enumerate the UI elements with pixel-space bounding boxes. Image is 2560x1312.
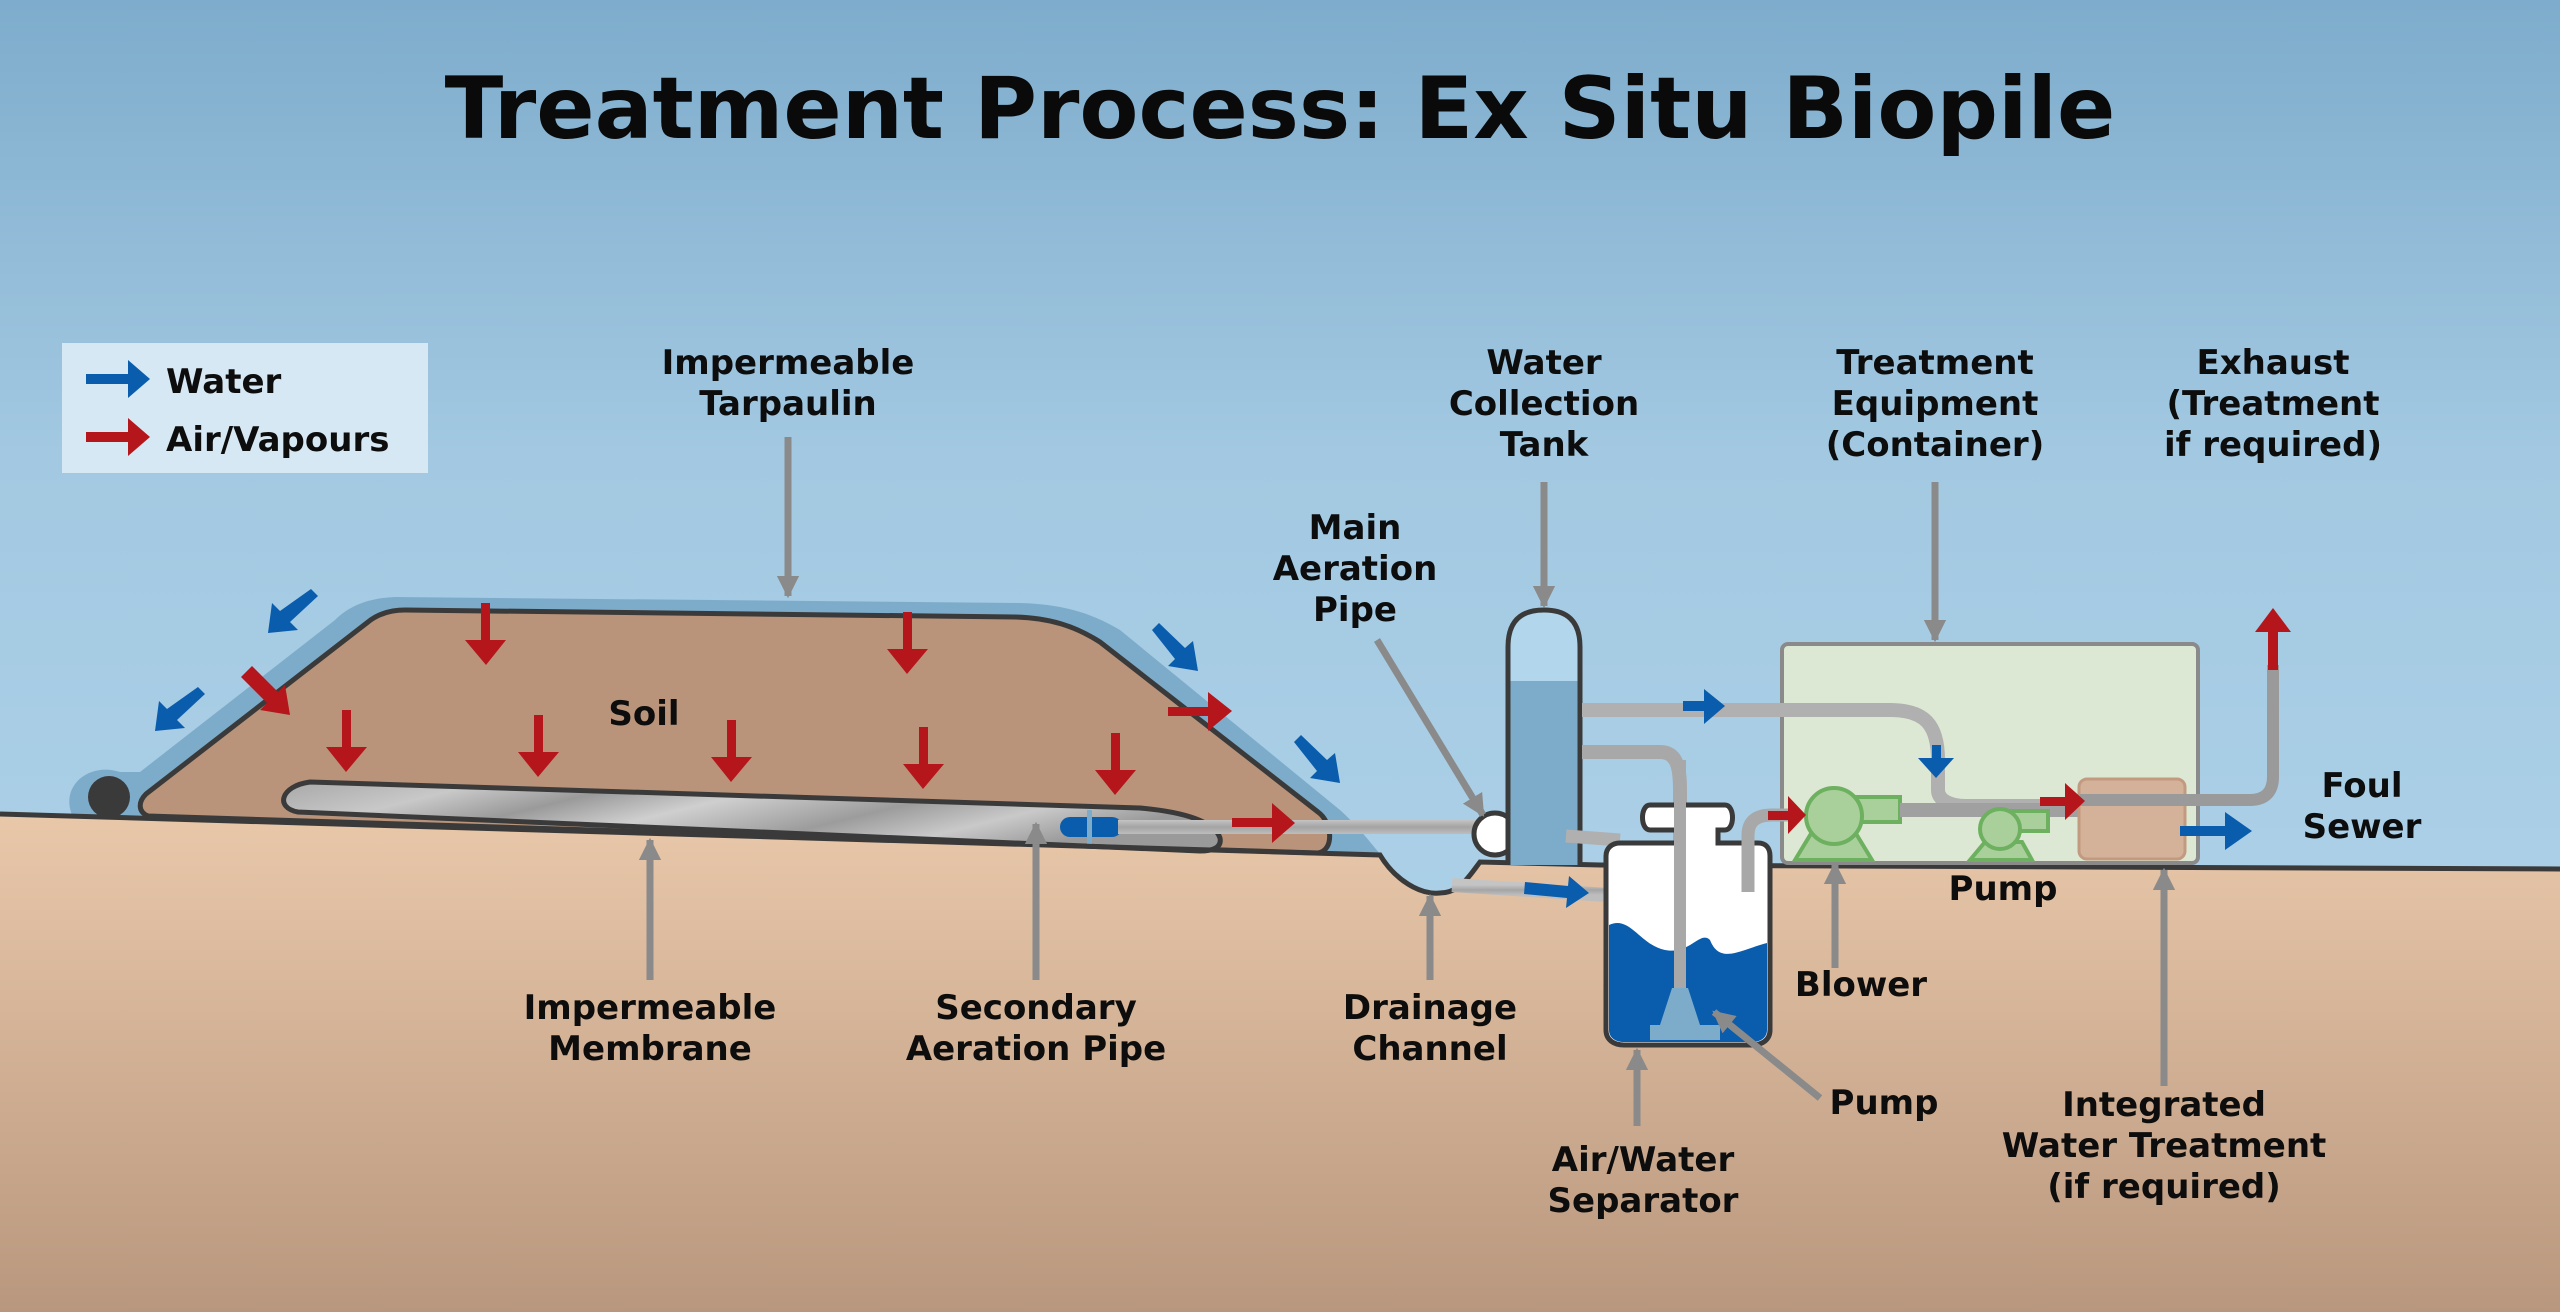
water-flow-arrow-icon bbox=[86, 360, 150, 398]
water-arrow bbox=[1918, 745, 1954, 778]
water-arrow bbox=[268, 589, 318, 633]
transfer-pump-label: Pump bbox=[1949, 869, 2058, 909]
soil-label: Soil bbox=[608, 694, 679, 734]
air-arrow bbox=[1095, 733, 1136, 795]
water-arrow bbox=[1683, 689, 1725, 724]
air-arrow bbox=[1768, 796, 1806, 834]
tank-label: Water Collection Tank bbox=[1449, 343, 1639, 465]
integrated-water-treatment-unit bbox=[2077, 777, 2187, 861]
main-pipe-leader bbox=[1374, 638, 1486, 817]
water-arrow bbox=[1524, 876, 1589, 908]
separator-label: Air/Water Separator bbox=[1548, 1140, 1739, 1221]
equipment-label: Treatment Equipment (Container) bbox=[1826, 343, 2044, 465]
legend: Water Air/Vapours bbox=[62, 343, 428, 473]
page-title: Treatment Process: Ex Situ Biopile bbox=[445, 59, 2116, 159]
water-flow-arrows bbox=[155, 589, 2252, 908]
svg-text:Impermeable: Impermeable bbox=[524, 988, 777, 1028]
svg-text:Air/Water: Air/Water bbox=[1552, 1140, 1735, 1180]
svg-text:Foul: Foul bbox=[2321, 766, 2402, 806]
svg-text:Aeration Pipe: Aeration Pipe bbox=[906, 1029, 1166, 1069]
water-collection-tank bbox=[1505, 607, 1583, 865]
water-arrow bbox=[155, 687, 205, 731]
drainage-label: Drainage Channel bbox=[1343, 988, 1517, 1069]
air-arrow bbox=[465, 603, 506, 665]
water-arrow bbox=[2180, 812, 2252, 850]
svg-text:Pipe: Pipe bbox=[1313, 590, 1397, 630]
svg-text:Water Treatment: Water Treatment bbox=[2002, 1126, 2327, 1166]
air-arrow bbox=[241, 666, 290, 715]
foul-sewer-label: Foul Sewer bbox=[2303, 766, 2422, 847]
leader-lines bbox=[638, 437, 2176, 1126]
svg-text:Main: Main bbox=[1309, 508, 1402, 548]
blower bbox=[1791, 786, 1902, 862]
air-flow-arrows bbox=[241, 603, 2291, 843]
svg-text:Membrane: Membrane bbox=[548, 1029, 752, 1069]
air-arrow bbox=[2255, 608, 2291, 670]
svg-text:Sewer: Sewer bbox=[2303, 807, 2422, 847]
water-treatment-label: Integrated Water Treatment (if required) bbox=[2002, 1085, 2327, 1207]
exhaust-pipe bbox=[2080, 665, 2279, 806]
secondary-aeration-pipe bbox=[1060, 810, 1478, 844]
main-pipe-label: Main Aeration Pipe bbox=[1273, 508, 1438, 630]
air-arrow bbox=[903, 727, 944, 789]
tank-separator-stub bbox=[1565, 829, 1621, 847]
ground-line bbox=[0, 811, 2560, 896]
svg-text:Secondary: Secondary bbox=[935, 988, 1136, 1028]
transfer-pump bbox=[1965, 807, 2050, 862]
separator-pump bbox=[1650, 988, 1720, 1040]
svg-text:Treatment: Treatment bbox=[1836, 343, 2033, 383]
separator-pump-label: Pump bbox=[1830, 1083, 1939, 1123]
svg-text:Exhaust: Exhaust bbox=[2197, 343, 2350, 383]
svg-text:(if required): (if required) bbox=[2047, 1167, 2281, 1207]
svg-text:(Container): (Container) bbox=[1826, 425, 2044, 465]
svg-text:Equipment: Equipment bbox=[1832, 384, 2039, 424]
svg-text:Separator: Separator bbox=[1548, 1181, 1739, 1221]
legend-air-label: Air/Vapours bbox=[166, 420, 389, 460]
svg-text:(Treatment: (Treatment bbox=[2167, 384, 2380, 424]
air-arrow bbox=[711, 720, 752, 782]
svg-text:Tank: Tank bbox=[1500, 425, 1590, 465]
svg-text:Water: Water bbox=[1486, 343, 1602, 383]
legend-water-label: Water bbox=[166, 362, 282, 402]
svg-text:Impermeable: Impermeable bbox=[662, 343, 915, 383]
svg-text:if required): if required) bbox=[2164, 425, 2382, 465]
ground bbox=[0, 814, 2560, 1312]
svg-text:Tarpaulin: Tarpaulin bbox=[699, 384, 877, 424]
exhaust-label: Exhaust (Treatment if required) bbox=[2164, 343, 2382, 465]
tarp-anchor bbox=[88, 776, 130, 818]
air-arrow bbox=[2040, 783, 2085, 820]
svg-text:Collection: Collection bbox=[1449, 384, 1639, 424]
air-arrow bbox=[518, 715, 559, 777]
air-arrow bbox=[1168, 692, 1232, 731]
air-arrow bbox=[326, 710, 367, 772]
svg-text:Integrated: Integrated bbox=[2062, 1085, 2266, 1125]
blower-label: Blower bbox=[1795, 965, 1927, 1005]
water-arrow bbox=[1294, 735, 1340, 783]
svg-text:Aeration: Aeration bbox=[1273, 549, 1438, 589]
separator-pump-leader bbox=[1711, 1009, 1823, 1101]
svg-text:Drainage: Drainage bbox=[1343, 988, 1517, 1028]
air-arrow bbox=[1232, 803, 1295, 843]
svg-text:Channel: Channel bbox=[1352, 1029, 1507, 1069]
air-flow-arrow-icon bbox=[86, 418, 150, 456]
air-arrow bbox=[887, 612, 928, 674]
membrane-label: Impermeable Membrane bbox=[524, 988, 777, 1069]
secondary-pipe-label: Secondary Aeration Pipe bbox=[906, 988, 1166, 1069]
tarpaulin-label: Impermeable Tarpaulin bbox=[662, 343, 915, 424]
water-arrow bbox=[1152, 623, 1198, 671]
